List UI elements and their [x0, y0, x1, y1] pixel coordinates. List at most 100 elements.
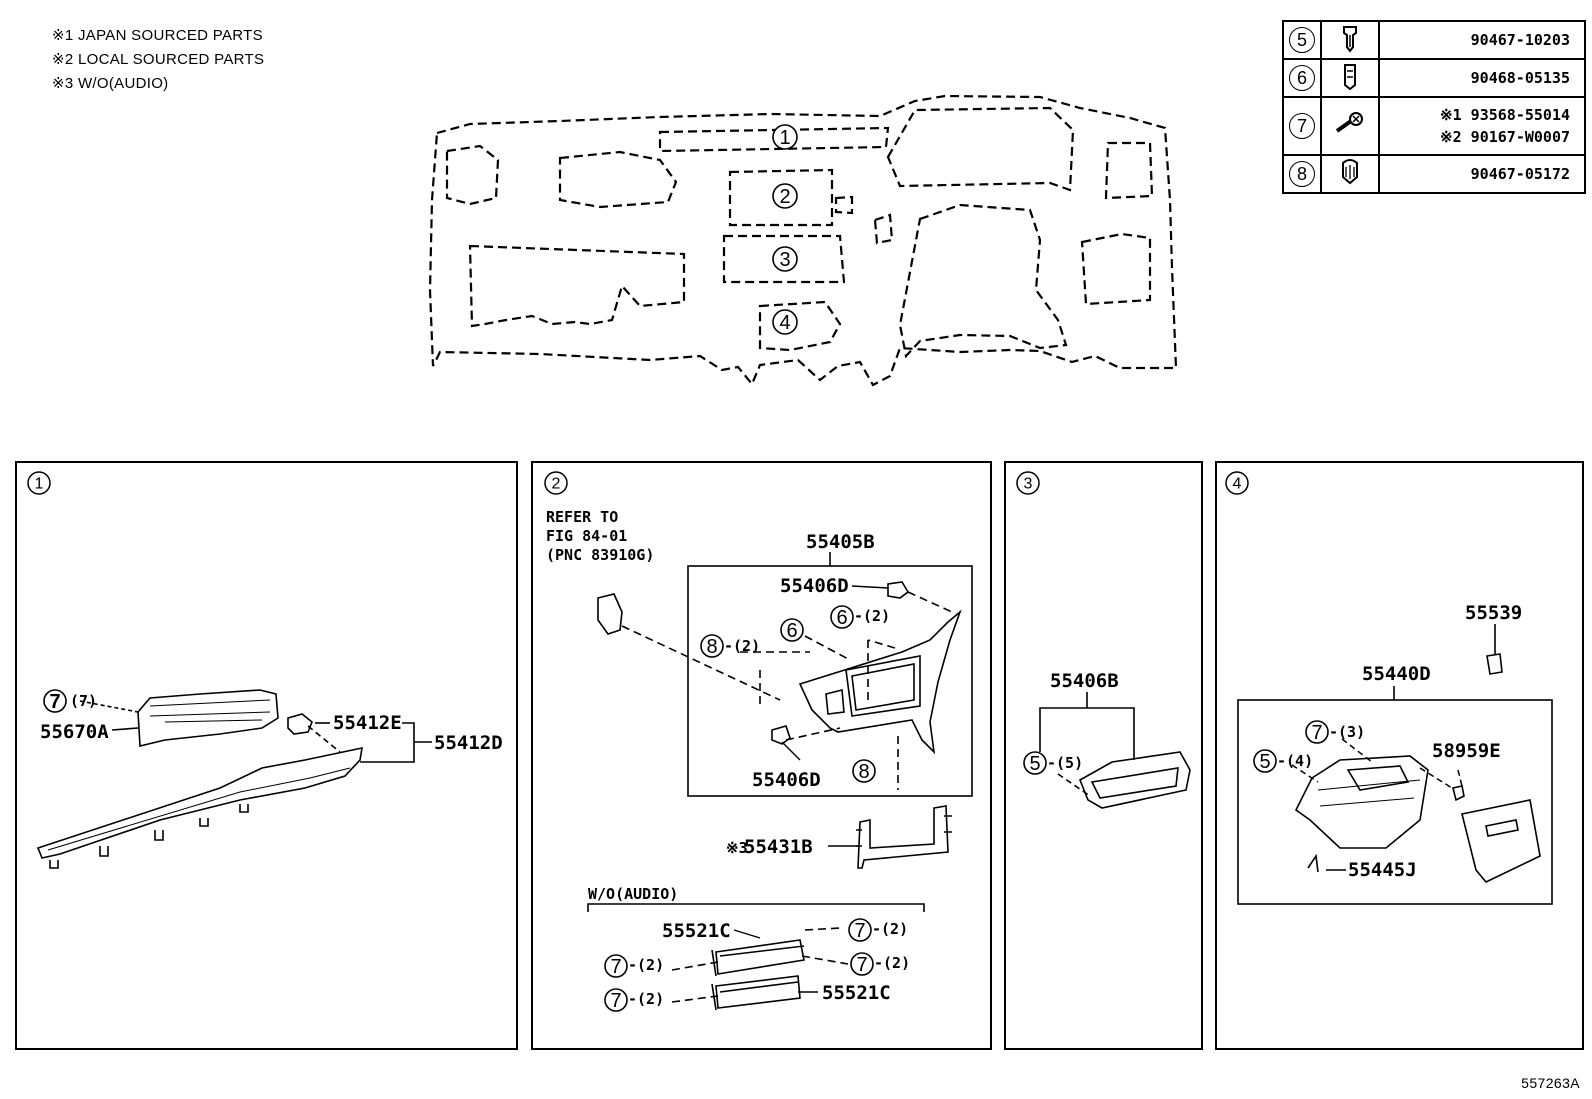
fastener-qty: -(2) [874, 954, 910, 972]
outline-audio [728, 168, 834, 227]
fastener-qty: -(2) [872, 920, 908, 938]
part-label-55539: 55539 [1465, 602, 1522, 624]
glovebox-lid-drawing [1461, 799, 1541, 883]
overview-callout-label: 4 [779, 312, 790, 334]
fastener-qty: -(5) [1047, 754, 1083, 772]
fastener-callout-label: 6 [836, 607, 847, 629]
overview-callout [772, 309, 798, 335]
fastener-qty: -(2) [724, 637, 760, 655]
leader-line [804, 927, 841, 931]
part-55412D-tabs [49, 804, 249, 869]
fastener-callout [1305, 720, 1329, 744]
refer-line: REFER TO [546, 508, 618, 526]
leader-line [804, 635, 851, 661]
fastener-callout [1253, 749, 1277, 773]
outline-top-panel [658, 126, 890, 153]
leader-line [1341, 738, 1373, 763]
leader-line [907, 591, 953, 613]
panel-index-badge [544, 471, 568, 495]
overview-callout [772, 246, 798, 272]
figure-reference: 557263A [1521, 1075, 1580, 1091]
panel-index-badge [1016, 471, 1040, 495]
bracket-line [360, 722, 432, 763]
screw-icon [1320, 96, 1380, 156]
fastener-table: 5 90467-10203 6 90468-05135 7 ※1 93568-5… [1282, 20, 1586, 194]
leader-line [785, 727, 841, 741]
leader-line [801, 955, 849, 965]
dashboard-outline [428, 94, 1178, 387]
part-55412D-detail [47, 767, 351, 851]
fastener-callout-label: 7 [610, 990, 621, 1012]
panel-4 [1215, 461, 1584, 1050]
panel-1 [15, 461, 518, 1050]
part-number-local: ※2 90167-W0007 [1440, 128, 1570, 146]
fastener-qty: -(2) [854, 607, 890, 625]
leader-line [79, 700, 139, 713]
part-label-55405B: 55405B [806, 531, 875, 553]
part-label-55431B: 55431B [744, 836, 813, 858]
fastener-callout [852, 759, 876, 783]
panel-index-badge [27, 471, 51, 495]
panel-index: 3 [1024, 476, 1033, 493]
part-55440D-detail [1317, 779, 1421, 807]
part-55431B-drawing [857, 805, 949, 869]
clip-icon [1320, 20, 1380, 60]
panel-index-badge [1225, 471, 1249, 495]
fastener-index: 7 [1289, 113, 1315, 139]
outline-vent-right [1104, 141, 1154, 200]
leader-line [1291, 764, 1319, 783]
leader-line [781, 741, 801, 761]
fastener-index: 6 [1289, 65, 1315, 91]
outline-opening-left [558, 150, 678, 209]
overview-callout [772, 183, 798, 209]
part-number-japan: ※1 93568-55014 [1440, 106, 1570, 124]
fastener-callout-label: 5 [1029, 753, 1040, 775]
assy-55405B-box [687, 565, 973, 797]
note-wo-audio: ※3 W/O(AUDIO) [52, 75, 169, 92]
part-55431B-tabs [856, 815, 952, 847]
refer-line: (PNC 83910G) [546, 546, 654, 564]
fastener-callout-label: 7 [856, 954, 867, 976]
note-japan: ※1 JAPAN SOURCED PARTS [52, 27, 263, 44]
part-55445J-drawing [1307, 853, 1319, 873]
outline-right-lower [898, 203, 1068, 359]
outline-lower-left [468, 244, 686, 328]
fastener-row: 7 ※1 93568-55014 ※2 90167-W0007 [1282, 96, 1586, 156]
part-55670A-drawing [137, 689, 279, 748]
fastener-callout [830, 605, 854, 629]
outline-small [873, 213, 894, 245]
fastener-row: 8 90467-05172 [1282, 154, 1586, 194]
part-55521C-drawing [711, 975, 801, 1011]
fastener-callout [43, 689, 67, 713]
panel-index: 2 [552, 476, 561, 493]
part-label-55521C: 55521C [822, 982, 891, 1004]
part-number: 90468-05135 [1470, 69, 1570, 87]
clip-icon [1320, 58, 1380, 98]
part-label-55670A: 55670A [40, 721, 109, 743]
leader-line [733, 929, 761, 939]
assy-55440D-box [1237, 699, 1553, 905]
notes-legend: ※1 JAPAN SOURCED PARTS ※2 LOCAL SOURCED … [52, 24, 264, 96]
refer-line: FIG 84-01 [546, 527, 627, 545]
part-55406D-drawing [887, 581, 910, 599]
fastener-row: 6 90468-05135 [1282, 58, 1586, 98]
fastener-callout [1023, 751, 1047, 775]
fastener-qty: -(2) [628, 956, 664, 974]
fastener-callout [700, 634, 724, 658]
fastener-qty: -(2) [628, 990, 664, 1008]
panel-3 [1004, 461, 1203, 1050]
panel-2 [531, 461, 992, 1050]
part-55670A-detail [149, 699, 271, 723]
fastener-callout [848, 918, 872, 942]
leader-line [1057, 773, 1091, 797]
fastener-callout [604, 988, 628, 1012]
wo-audio-title: W/O(AUDIO) [588, 885, 678, 903]
overview-callout [772, 124, 798, 150]
outline-vent-left [445, 144, 500, 206]
fastener-callout-label: 8 [858, 761, 869, 783]
clip-icon [1320, 154, 1380, 194]
part-number: 90467-05172 [1470, 165, 1570, 183]
part-label-55406D: 55406D [752, 769, 821, 791]
part-55412D-drawing [36, 746, 363, 859]
overview-callout-label: 1 [779, 127, 790, 149]
